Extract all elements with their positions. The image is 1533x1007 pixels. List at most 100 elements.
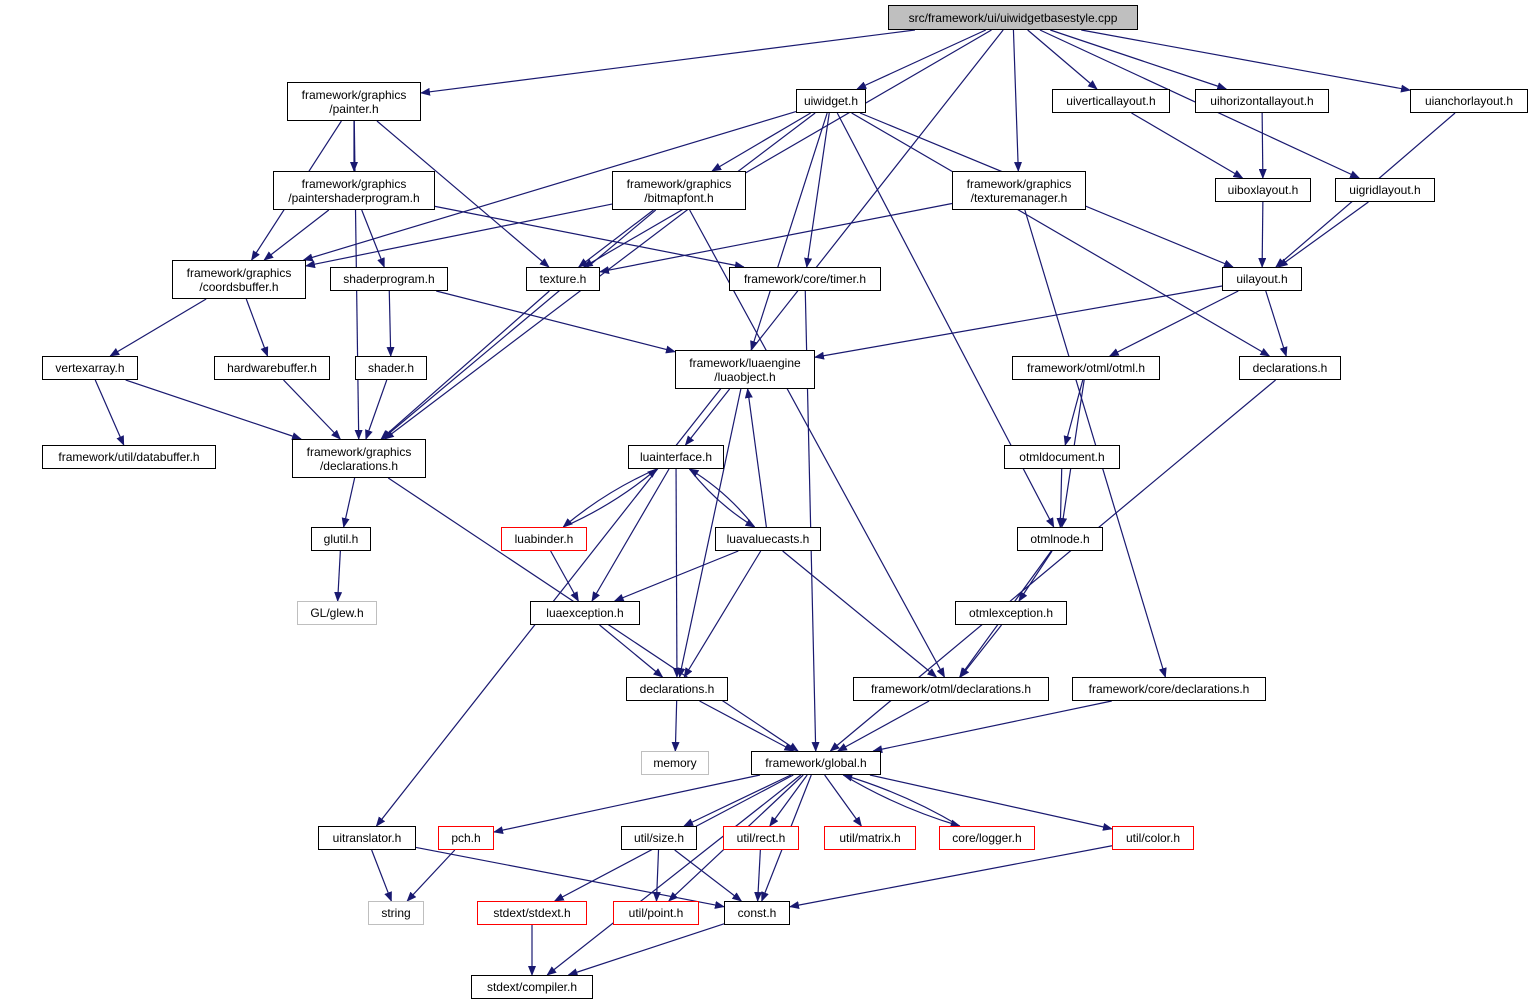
- node-matrix[interactable]: util/matrix.h: [824, 826, 916, 850]
- node-vertexarray[interactable]: vertexarray.h: [42, 356, 138, 380]
- node-rect[interactable]: util/rect.h: [723, 826, 799, 850]
- node-otmldecl[interactable]: framework/otml/declarations.h: [853, 677, 1049, 701]
- node-decl_ui[interactable]: declarations.h: [1239, 356, 1341, 380]
- edge-uiwidget-to-timer: [804, 112, 830, 268]
- edge-const-to-compiler: [567, 923, 725, 976]
- edge-root-to-uiwidget: [856, 29, 987, 90]
- edge-rect-to-const: [754, 849, 763, 902]
- node-memory[interactable]: memory: [641, 751, 709, 775]
- node-uianchor[interactable]: uianchorlayout.h: [1410, 89, 1528, 113]
- node-label: framework/graphics /paintershaderprogram…: [288, 176, 420, 205]
- edge-global-to-size: [683, 774, 792, 827]
- node-otmlexception[interactable]: otmlexception.h: [955, 601, 1067, 625]
- edge-luaobject-to-decl_lua: [677, 388, 742, 678]
- edge-color-to-const: [789, 845, 1113, 910]
- node-texmgr[interactable]: framework/graphics /texturemanager.h: [952, 171, 1086, 210]
- node-global[interactable]: framework/global.h: [751, 751, 881, 775]
- node-luaobject[interactable]: framework/luaengine /luaobject.h: [675, 350, 815, 389]
- node-hwbuffer[interactable]: hardwarebuffer.h: [214, 356, 330, 380]
- node-shader[interactable]: shader.h: [355, 356, 427, 380]
- node-label: uigridlayout.h: [1349, 183, 1421, 197]
- node-uivertical[interactable]: uiverticallayout.h: [1052, 89, 1170, 113]
- node-otmlnode[interactable]: otmlnode.h: [1017, 527, 1103, 551]
- node-databuffer[interactable]: framework/util/databuffer.h: [42, 445, 216, 469]
- edge-root-to-texmgr: [1012, 29, 1023, 172]
- node-const[interactable]: const.h: [724, 901, 790, 925]
- edge-luavaluecasts-to-luainterface: [688, 468, 756, 528]
- node-size[interactable]: util/size.h: [621, 826, 697, 850]
- edge-luainterface-to-luaexception: [591, 468, 670, 602]
- node-uilayout[interactable]: uilayout.h: [1222, 267, 1302, 291]
- edge-coordsbuffer-to-vertexarray: [109, 298, 207, 357]
- edge-uiwidget-to-coordsbuffer: [302, 110, 797, 262]
- edge-painterprog-to-shaderprogram: [361, 209, 385, 268]
- edge-uilayout-to-otml: [1108, 290, 1239, 357]
- edge-uitranslator-to-const: [415, 846, 725, 909]
- node-uiboxlayout[interactable]: uiboxlayout.h: [1215, 178, 1311, 202]
- node-coordsbuffer[interactable]: framework/graphics /coordsbuffer.h: [172, 260, 306, 299]
- node-gfxdecl[interactable]: framework/graphics /declarations.h: [292, 439, 426, 478]
- node-compiler[interactable]: stdext/compiler.h: [471, 975, 593, 999]
- edge-luaobject-to-luainterface: [684, 388, 731, 446]
- node-glutil[interactable]: glutil.h: [311, 527, 371, 551]
- edge-otmlnode-to-otmlexception: [1018, 550, 1053, 602]
- node-bitmapfont[interactable]: framework/graphics /bitmapfont.h: [612, 171, 746, 210]
- edge-glutil-to-glew: [334, 550, 343, 602]
- edge-global-to-matrix: [824, 774, 862, 827]
- node-uitranslator[interactable]: uitranslator.h: [318, 826, 416, 850]
- node-luaexception[interactable]: luaexception.h: [530, 601, 640, 625]
- node-label: framework/graphics /texturemanager.h: [966, 176, 1072, 205]
- node-glew[interactable]: GL/glew.h: [297, 601, 377, 625]
- node-otml[interactable]: framework/otml/otml.h: [1012, 356, 1160, 380]
- node-texture[interactable]: texture.h: [526, 267, 600, 291]
- edge-bitmapfont-to-coordsbuffer: [305, 203, 613, 269]
- edge-logger-to-global: [842, 773, 960, 827]
- node-color[interactable]: util/color.h: [1112, 826, 1194, 850]
- node-label: util/size.h: [633, 831, 685, 845]
- node-otmldocument[interactable]: otmldocument.h: [1004, 445, 1120, 469]
- edge-luainterface-to-decl_lua: [672, 468, 681, 678]
- node-uigridlayout[interactable]: uigridlayout.h: [1335, 178, 1435, 202]
- node-label: hardwarebuffer.h: [227, 361, 317, 375]
- node-label: texture.h: [539, 272, 587, 286]
- edge-uiwidget-to-bitmapfont: [711, 112, 811, 172]
- edge-luainterface-to-luabinder: [562, 468, 657, 528]
- node-label: stdext/stdext.h: [493, 906, 571, 920]
- edge-shaderprogram-to-luaobject: [436, 290, 676, 354]
- edge-otmldocument-to-otmlnode: [1056, 468, 1065, 528]
- node-label: glutil.h: [323, 532, 359, 546]
- node-root[interactable]: src/framework/ui/uiwidgetbasestyle.cpp: [888, 5, 1138, 30]
- node-shaderprogram[interactable]: shaderprogram.h: [330, 267, 448, 291]
- node-luabinder[interactable]: luabinder.h: [501, 527, 587, 551]
- node-stdext[interactable]: stdext/stdext.h: [477, 901, 587, 925]
- node-uihorizontal[interactable]: uihorizontallayout.h: [1195, 89, 1329, 113]
- edge-coredecl-to-global: [872, 700, 1112, 754]
- node-label: string: [381, 906, 411, 920]
- node-label: framework/otml/otml.h: [1026, 361, 1146, 375]
- node-decl_lua[interactable]: declarations.h: [626, 677, 728, 701]
- node-logger[interactable]: core/logger.h: [939, 826, 1035, 850]
- node-painterprog[interactable]: framework/graphics /paintershaderprogram…: [273, 171, 435, 210]
- node-label: stdext/compiler.h: [486, 980, 578, 994]
- node-uiwidget[interactable]: uiwidget.h: [796, 89, 866, 113]
- node-coredecl[interactable]: framework/core/declarations.h: [1072, 677, 1266, 701]
- edge-global-to-rect: [769, 774, 808, 827]
- edge-pch-to-string: [406, 849, 456, 902]
- node-luainterface[interactable]: luainterface.h: [628, 445, 724, 469]
- edge-painterprog-to-timer: [434, 205, 745, 270]
- node-label: uianchorlayout.h: [1424, 94, 1514, 108]
- node-label: const.h: [737, 906, 777, 920]
- node-label: pch.h: [451, 831, 481, 845]
- node-luavaluecasts[interactable]: luavaluecasts.h: [715, 527, 821, 551]
- edge-otml-to-otmldocument: [1063, 379, 1084, 446]
- node-label: framework/luaengine /luaobject.h: [689, 355, 801, 384]
- node-label: uitranslator.h: [332, 831, 402, 845]
- node-pch[interactable]: pch.h: [438, 826, 494, 850]
- node-painter[interactable]: framework/graphics /painter.h: [287, 82, 421, 121]
- node-label: uihorizontallayout.h: [1210, 94, 1314, 108]
- node-string[interactable]: string: [368, 901, 424, 925]
- edge-uitranslator-to-string: [371, 849, 392, 902]
- node-point[interactable]: util/point.h: [613, 901, 699, 925]
- node-label: framework/graphics /painter.h: [301, 87, 407, 116]
- node-timer[interactable]: framework/core/timer.h: [729, 267, 881, 291]
